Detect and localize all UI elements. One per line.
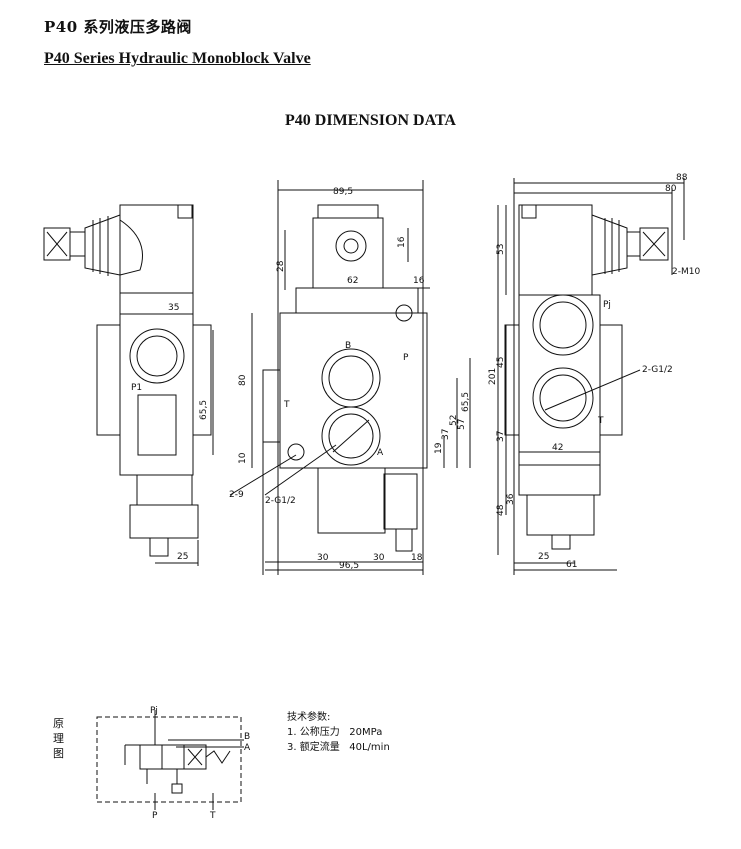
section-title: P40 DIMENSION DATA xyxy=(285,112,456,129)
label-b: B xyxy=(345,341,351,351)
label-a: A xyxy=(377,448,384,458)
dim-42: 42 xyxy=(552,443,563,453)
dim-16-a: 16 xyxy=(397,236,407,248)
dim-48: 48 xyxy=(496,504,506,516)
schematic-t: T xyxy=(209,811,216,821)
schematic-b: B xyxy=(244,732,250,742)
front-view xyxy=(229,180,471,575)
dim-30-b: 30 xyxy=(373,553,385,563)
dim-61: 61 xyxy=(566,560,577,570)
label-t: T xyxy=(283,400,290,410)
schematic-label: 原 理 图 xyxy=(53,717,64,760)
label-2-9: 2-9 xyxy=(229,490,244,500)
dim-96-5: 96,5 xyxy=(339,561,359,571)
label-2-g12-right: 2-G1/2 xyxy=(642,365,673,375)
dim-25-left: 25 xyxy=(177,552,188,562)
schematic-pj: Pj xyxy=(150,706,158,716)
dim-35: 35 xyxy=(168,303,179,313)
dim-57: 57 xyxy=(457,419,467,430)
label-p1: P1 xyxy=(131,383,142,393)
dim-201: 201 xyxy=(488,368,498,385)
dim-65-5-front: 65,5 xyxy=(461,392,471,412)
dim-18: 18 xyxy=(411,553,423,563)
title-en: P40 Series Hydraulic Monoblock Valve xyxy=(44,50,311,67)
dim-36: 36 xyxy=(506,493,516,505)
dim-53: 53 xyxy=(496,244,506,255)
label-t-right: T xyxy=(597,416,604,426)
schematic-p: P xyxy=(152,811,158,821)
dim-62: 62 xyxy=(347,276,358,286)
dim-19: 19 xyxy=(434,442,444,454)
label-p: P xyxy=(403,353,409,363)
dim-28: 28 xyxy=(276,260,286,272)
specs-line-1: 1. 公称压力 20MPa xyxy=(287,727,383,738)
right-side-view xyxy=(497,178,685,575)
dim-65-5-left: 65,5 xyxy=(199,400,209,420)
left-side-view xyxy=(43,204,214,566)
dim-80-right: 80 xyxy=(665,184,677,194)
label-pj-right: Pj xyxy=(603,300,611,310)
hydraulic-schematic xyxy=(96,710,244,810)
dim-16-b: 16 xyxy=(413,276,425,286)
dim-37-right: 37 xyxy=(496,431,506,442)
title-cn: P40 系列液压多路阀 xyxy=(44,18,192,36)
dim-25-right: 25 xyxy=(538,552,549,562)
label-2-m10: 2-M10 xyxy=(672,267,700,277)
dim-37-front: 37 xyxy=(441,429,451,440)
label-2-g12-front: 2-G1/2 xyxy=(265,496,296,506)
specs-line-2: 3. 额定流量 40L/min xyxy=(287,742,390,753)
dim-89-5: 89,5 xyxy=(333,187,353,197)
dim-88: 88 xyxy=(676,173,688,183)
specs-heading: 技术参数: xyxy=(287,712,331,723)
dim-10: 10 xyxy=(238,452,248,464)
schematic-a: A xyxy=(244,743,251,753)
dim-45: 45 xyxy=(496,357,506,368)
dim-30-a: 30 xyxy=(317,553,329,563)
dim-52: 52 xyxy=(449,415,459,426)
dim-80: 80 xyxy=(238,374,248,386)
